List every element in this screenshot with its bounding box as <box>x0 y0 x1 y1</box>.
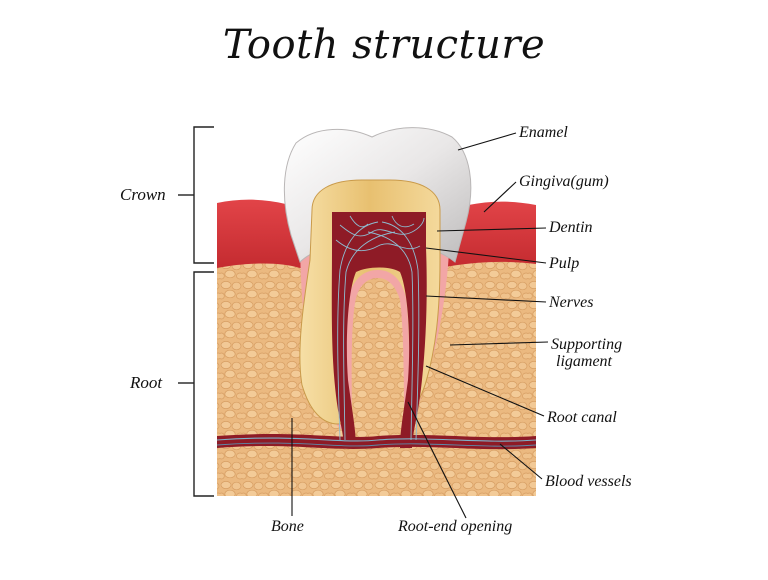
nerves-label: Nerves <box>548 294 593 311</box>
supporting-ligament-label-line2: ligament <box>556 353 613 370</box>
diagram-title: Tooth structure <box>222 22 546 68</box>
root-end-opening-label: Root-end opening <box>397 518 512 535</box>
supporting-ligament-label-line1: Supporting <box>551 336 622 353</box>
leader-lines <box>291 132 549 519</box>
enamel-label: Enamel <box>518 124 568 141</box>
root-canal-right <box>400 248 427 448</box>
section-brackets <box>178 126 214 497</box>
bone-label: Bone <box>271 518 304 535</box>
root-canal-label: Root canal <box>546 409 617 426</box>
gingiva-label: Gingiva(gum) <box>519 173 609 190</box>
dentin-label: Dentin <box>548 219 593 236</box>
crown-label: Crown <box>120 185 166 204</box>
pulp-label: Pulp <box>548 255 579 272</box>
nerve-network <box>335 215 425 441</box>
root-label: Root <box>129 373 163 392</box>
blood-vessels-label: Blood vessels <box>545 473 632 490</box>
